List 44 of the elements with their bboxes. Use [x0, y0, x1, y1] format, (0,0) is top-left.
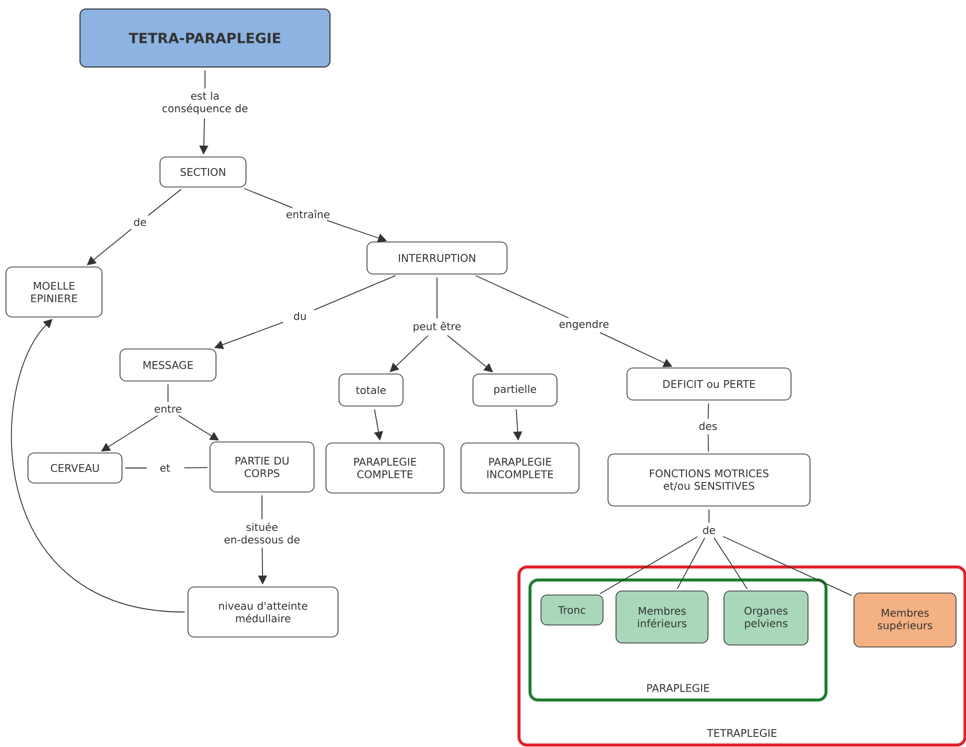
- concept-box: DEFICIT ou PERTE: [626, 368, 792, 400]
- concept-box: MOELLE EPINIERE: [6, 266, 102, 318]
- connector-line: [244, 188, 293, 208]
- concept-box: PARAPLEGIE COMPLETE: [326, 442, 444, 494]
- concept-box: SECTION: [160, 156, 246, 188]
- connector-line: [475, 275, 569, 318]
- connector-line: [204, 70, 206, 89]
- linking-phrase: entre: [154, 405, 182, 413]
- connector-line: [148, 188, 182, 216]
- concept-box: partielle: [472, 374, 558, 406]
- linking-phrase: de: [134, 218, 146, 226]
- linking-phrase: entraîne: [286, 210, 330, 218]
- linking-phrase: de: [703, 526, 715, 534]
- concept-box: totale: [338, 374, 404, 406]
- concept-box: Tronc: [540, 594, 604, 626]
- linking-phrase: engendre: [560, 320, 608, 330]
- concept-box: Organes pelviens: [724, 590, 808, 646]
- concept-box: Membres supérieurs: [854, 592, 956, 648]
- connector-line: [184, 467, 208, 468]
- linking-phrase: est la conséquence de: [162, 92, 248, 114]
- concept-box: INTERRUPTION: [366, 242, 508, 274]
- linking-phrase: des: [699, 422, 717, 430]
- linking-phrase: et: [160, 464, 170, 472]
- linking-phrase: du: [294, 312, 306, 320]
- concept-box: CERVEAU: [28, 452, 122, 484]
- concept-box: PARTIE DU CORPS: [210, 442, 314, 492]
- connector-line: [600, 536, 698, 594]
- title-box: TETRA-PARAPLEGIE: [80, 8, 330, 68]
- connector-line: [708, 402, 709, 420]
- connector-line: [708, 508, 710, 524]
- connector-line: [676, 537, 706, 590]
- connector-line: [708, 434, 709, 452]
- arrow: [600, 332, 672, 368]
- concept-box: FONCTIONS MOTRICES et/ou SENSITIVES: [608, 454, 810, 506]
- concept-box: Membres inférieurs: [616, 590, 708, 644]
- concept-box: PARAPLEGIE INCOMPLETE: [460, 442, 580, 494]
- concept-box: niveau d'atteinte médullaire: [188, 586, 338, 638]
- concept-box: MESSAGE: [120, 348, 216, 382]
- connector-line: [436, 276, 438, 319]
- connector-line: [722, 536, 852, 596]
- linking-phrase: peut être: [414, 322, 461, 332]
- connector-line: [714, 537, 748, 590]
- connector-line: [314, 275, 396, 310]
- linking-phrase: située en-dessous de: [224, 522, 300, 544]
